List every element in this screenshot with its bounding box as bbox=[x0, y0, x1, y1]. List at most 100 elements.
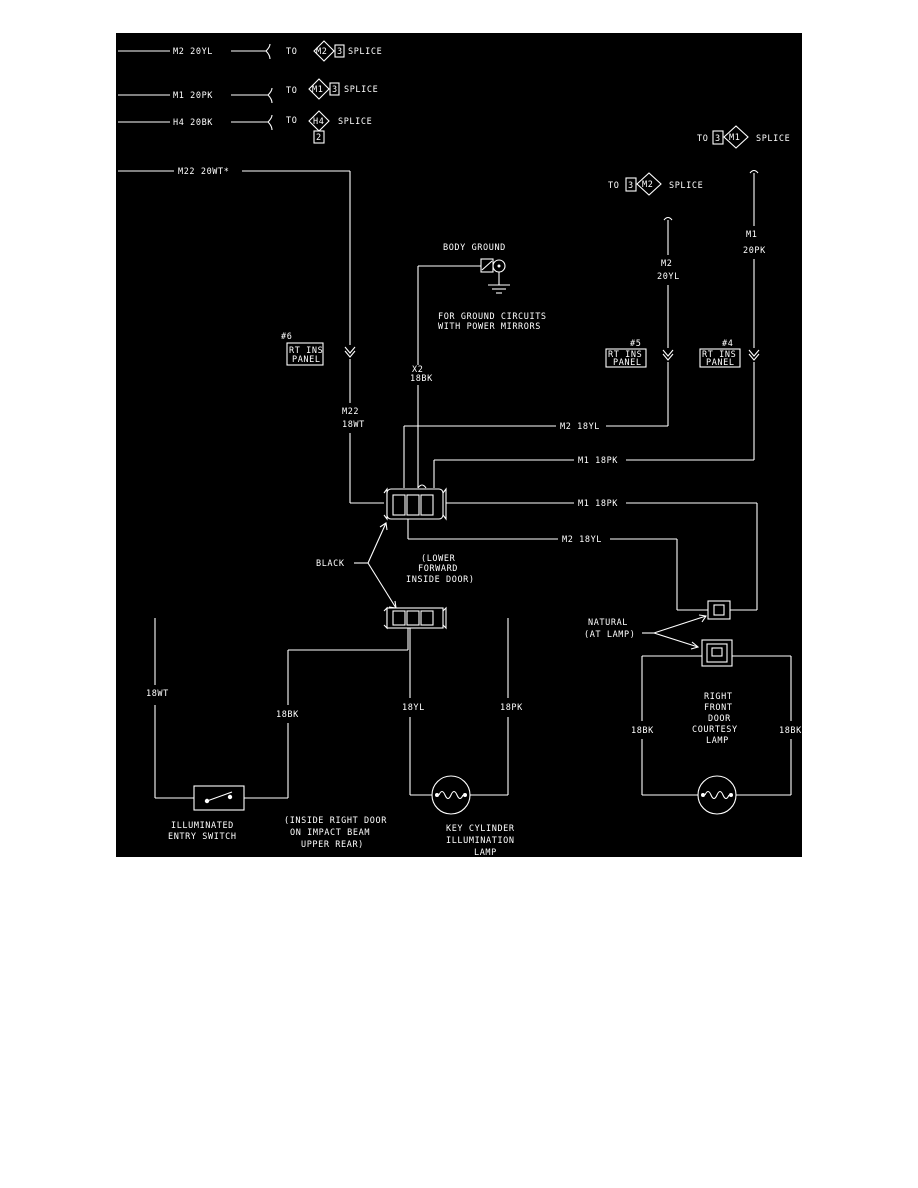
wire-label-m2-code: M2 bbox=[661, 259, 672, 269]
splice-pin-box bbox=[625, 177, 637, 192]
wire-label-18bk-lamp-left: 18BK bbox=[631, 726, 654, 736]
splice-diamond bbox=[313, 40, 335, 62]
courtesy-label-line5: LAMP bbox=[706, 736, 729, 746]
natural-label-line1: NATURAL bbox=[588, 618, 628, 628]
wire-label-18bk-switch: 18BK bbox=[276, 710, 299, 720]
panel-number: #4 bbox=[722, 339, 733, 349]
splice-pin-box bbox=[712, 130, 724, 145]
splice-code: M2 bbox=[316, 47, 327, 57]
key-label-line3: LAMP bbox=[474, 848, 497, 857]
label-inside-door: (INSIDE RIGHT DOOR ON IMPACT BEAM UPPER … bbox=[284, 816, 387, 850]
wire-m1-18pk-lower: M1 18PK bbox=[446, 499, 758, 611]
door-label-line3: UPPER REAR) bbox=[301, 840, 364, 850]
panel-number: #6 bbox=[281, 332, 292, 342]
wire-18yl: 18YL bbox=[402, 628, 432, 796]
connector-black-upper bbox=[383, 487, 447, 521]
wire-m1-18pk-upper: M1 18PK bbox=[433, 456, 618, 488]
label-lower-forward: (LOWER FORWARD INSIDE DOOR) bbox=[406, 554, 474, 585]
wire-label-m22-top: M22 20WT* bbox=[178, 167, 229, 177]
splice-code: M1 bbox=[312, 85, 323, 95]
wire-18bk-lamp-left: 18BK bbox=[631, 655, 702, 796]
wire-m2-18yl-lower: M2 18YL bbox=[407, 516, 708, 611]
body-ground: BODY GROUND FOR GROUND CIRCUITS WITH POW… bbox=[418, 243, 547, 332]
splice-label: SPLICE bbox=[344, 85, 378, 95]
splice-to-text: TO bbox=[286, 116, 297, 126]
door-label-line2: ON IMPACT BEAM bbox=[290, 828, 370, 838]
key-cylinder-lamp: KEY CYLINDER ILLUMINATION LAMP bbox=[431, 775, 515, 857]
connector-black-lower bbox=[383, 606, 447, 630]
wire-label-m1-gauge: 20PK bbox=[743, 246, 766, 256]
splice-label: SPLICE bbox=[669, 181, 703, 191]
wire-m22: M22 20WT* M22 18WT bbox=[118, 167, 384, 504]
label-black: BLACK bbox=[316, 522, 397, 609]
splice-pin: 3 bbox=[628, 181, 634, 191]
wire-18pk: 18PK bbox=[470, 618, 523, 796]
splice-label: SPLICE bbox=[338, 117, 372, 127]
splice-diamond bbox=[723, 125, 749, 149]
panel-number: #5 bbox=[630, 339, 641, 349]
wire-label-h4-20bk: H4 20BK bbox=[173, 118, 213, 128]
wire-m1-right: M1 20PK bbox=[626, 169, 766, 461]
connector-natural-lower bbox=[701, 639, 733, 667]
splice-diamond bbox=[308, 78, 330, 100]
wire-label-m2-18yl-lower: M2 18YL bbox=[562, 535, 602, 545]
splice-pin-box bbox=[329, 82, 340, 96]
wire-x2: X2 18BK bbox=[410, 266, 433, 489]
splice-diamond bbox=[308, 110, 330, 132]
splice-ref-h4: H4 20BK TO H4 2 SPLICE bbox=[118, 110, 372, 144]
wire-label-m2-gauge: 20YL bbox=[657, 272, 680, 282]
panel-line1: RT INS bbox=[289, 346, 323, 356]
wire-m2-18yl-upper: M2 18YL bbox=[403, 422, 600, 488]
panel-line2: PANEL bbox=[292, 355, 321, 365]
wire-label-m2-18yl-upper: M2 18YL bbox=[560, 422, 600, 432]
wire-m2-right: M2 20YL bbox=[606, 216, 680, 427]
splice-label: SPLICE bbox=[348, 47, 382, 57]
ground-title: BODY GROUND bbox=[443, 243, 506, 253]
splice-to-text: TO bbox=[608, 181, 619, 191]
panel-box bbox=[605, 348, 647, 368]
wire-label-m1-18pk-upper: M1 18PK bbox=[578, 456, 618, 466]
wiring-diagram-svg: M2 20YL TO M2 3 SPLICE M1 20PK TO M1 3 S… bbox=[118, 40, 802, 857]
black-label-text: BLACK bbox=[316, 559, 345, 569]
panel-line1: RT INS bbox=[608, 350, 642, 360]
wiring-diagram: M2 20YL TO M2 3 SPLICE M1 20PK TO M1 3 S… bbox=[116, 33, 802, 857]
splice-to-text: TO bbox=[286, 86, 297, 96]
courtesy-lamp: RIGHT FRONT DOOR COURTESY LAMP bbox=[692, 692, 737, 815]
wire-label-x2-code: X2 bbox=[412, 365, 423, 375]
panel-box bbox=[286, 342, 324, 366]
splice-to-text: TO bbox=[286, 47, 297, 57]
wire-label-x2-gauge: 18BK bbox=[410, 374, 433, 384]
label-natural: NATURAL (AT LAMP) bbox=[584, 614, 707, 650]
splice-pin: 3 bbox=[715, 134, 721, 144]
courtesy-label-line3: DOOR bbox=[708, 714, 731, 724]
switch-label-line1: ILLUMINATED bbox=[171, 821, 234, 831]
wire-label-m22-code: M22 bbox=[342, 407, 359, 417]
key-label-line2: ILLUMINATION bbox=[446, 836, 515, 846]
splice-to-text: TO bbox=[697, 134, 708, 144]
splice-code: H4 bbox=[313, 117, 324, 127]
splice-code: M2 bbox=[642, 180, 653, 190]
wire-label-18wt: 18WT bbox=[146, 689, 169, 699]
key-label-line1: KEY CYLINDER bbox=[446, 824, 515, 834]
switch-label-line2: ENTRY SWITCH bbox=[168, 832, 237, 842]
wire-label-m1-code: M1 bbox=[746, 230, 757, 240]
wire-label-m1-18pk-lower: M1 18PK bbox=[578, 499, 618, 509]
ground-note-line1: FOR GROUND CIRCUITS bbox=[438, 312, 547, 322]
wire-label-18bk-lamp-right: 18BK bbox=[779, 726, 802, 736]
splice-pin: 2 bbox=[316, 133, 322, 143]
wire-label-18yl: 18YL bbox=[402, 703, 425, 713]
ground-note-line2: WITH POWER MIRRORS bbox=[438, 322, 541, 332]
splice-ref-m2: M2 20YL TO M2 3 SPLICE bbox=[118, 40, 382, 62]
wire-18wt: 18WT bbox=[146, 618, 194, 799]
panel-box bbox=[699, 348, 741, 368]
lower-label-line1: (LOWER bbox=[421, 554, 456, 564]
courtesy-label-line1: RIGHT bbox=[704, 692, 733, 702]
door-label-line1: (INSIDE RIGHT DOOR bbox=[284, 816, 387, 826]
splice-diamond bbox=[636, 172, 662, 196]
splice-pin: 3 bbox=[332, 85, 338, 95]
splice-pin-box bbox=[313, 130, 325, 144]
wire-label-m22-gauge: 18WT bbox=[342, 420, 365, 430]
wire-label-18pk: 18PK bbox=[500, 703, 523, 713]
panel-line1: RT INS bbox=[702, 350, 736, 360]
splice-ref-m2-right: TO 3 M2 SPLICE bbox=[608, 172, 703, 196]
